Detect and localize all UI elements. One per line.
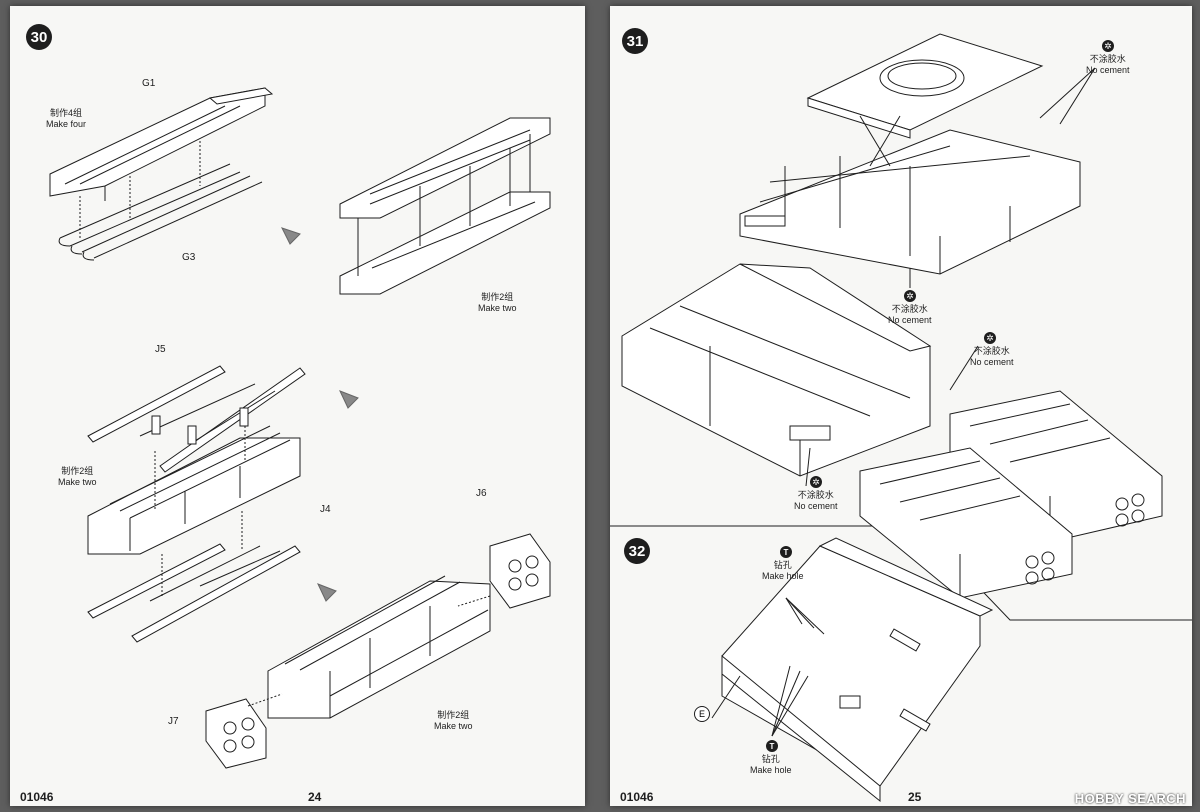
page-number-25: 25: [908, 790, 922, 804]
rocket-pod-2: [860, 448, 1072, 598]
j6-end-cap-drawing: [490, 534, 550, 608]
j7-end-cap-drawing: [206, 596, 490, 768]
part-e-callout: E: [694, 706, 710, 722]
step-32-badge: 32: [624, 538, 650, 564]
mud-guard-plate: [722, 538, 992, 801]
part-j5-label: J5: [155, 344, 166, 355]
g3-tubes-drawing: [59, 141, 262, 260]
turntable-plate: [808, 34, 1042, 138]
middle-rack-drawing: [88, 426, 300, 554]
step-30-badge: 30: [26, 24, 52, 50]
no-cement-icon: ✲: [904, 290, 916, 302]
part-j4-label: J4: [320, 504, 331, 515]
step-arrow-2: [340, 391, 358, 408]
j4-frame-drawing: [88, 511, 300, 642]
product-code: 01046: [620, 790, 654, 804]
step-31-32-assembly-drawing: [610, 6, 1192, 806]
watermark: HOBBY SEARCH: [1074, 791, 1186, 806]
no-cement-icon: ✲: [810, 476, 822, 488]
step-30-assembly-drawing: [10, 6, 585, 806]
drill-icon: T: [780, 546, 792, 558]
part-g3-label: G3: [182, 252, 196, 263]
lower-chassis-drawing: [622, 264, 930, 476]
instruction-page-25: 31 32: [610, 6, 1192, 806]
launcher-frame-result-1: [340, 118, 550, 294]
step-arrow-3: [318, 584, 336, 601]
no-cement-icon: ✲: [984, 332, 996, 344]
part-j6-label: J6: [476, 488, 487, 499]
part-j7-label: J7: [168, 716, 179, 727]
product-code: 01046: [20, 790, 54, 804]
long-rack-result: [268, 576, 490, 718]
step-31-badge: 31: [622, 28, 648, 54]
chassis-frame-drawing: [740, 116, 1080, 274]
no-cement-icon: ✲: [1102, 40, 1114, 52]
g1-rack-drawing: [50, 88, 272, 201]
drill-icon: T: [766, 740, 778, 752]
part-g1-label: G1: [142, 78, 156, 89]
page-number-24: 24: [308, 790, 322, 804]
j5-frame-drawing: [88, 366, 305, 472]
step-arrow-1: [282, 228, 300, 244]
instruction-page-24: 30: [10, 6, 585, 806]
